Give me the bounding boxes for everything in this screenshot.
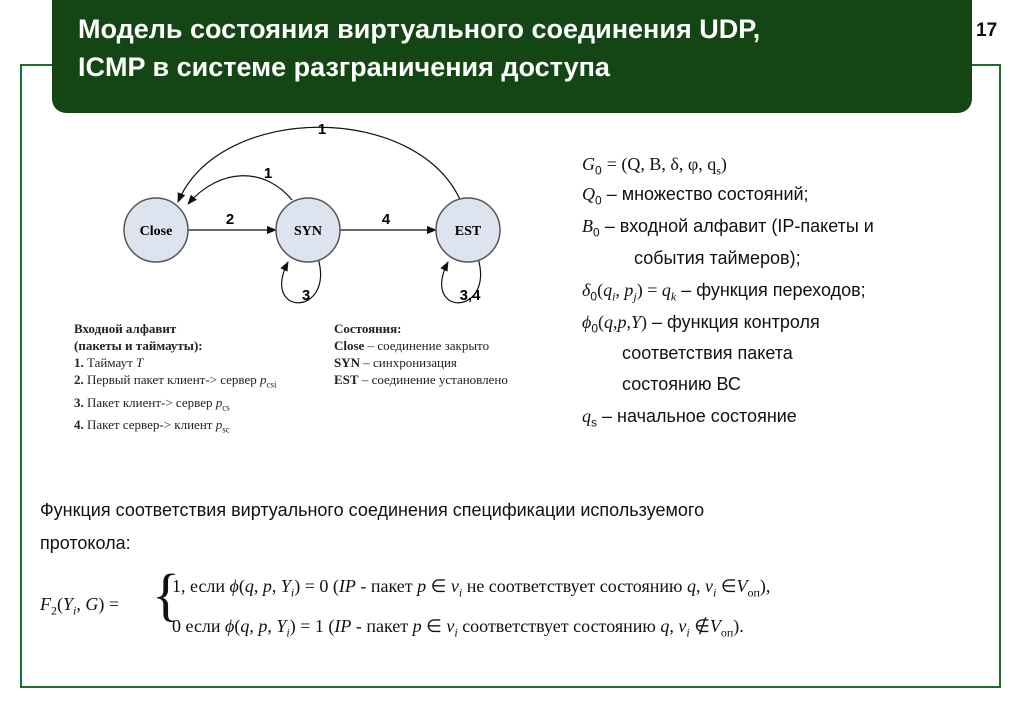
def-phi-cont-2: состоянию ВС — [622, 374, 741, 394]
edge-est-close — [177, 126, 463, 205]
def-b0-cont: события таймеров); — [634, 248, 801, 268]
edge-syn-close — [187, 175, 293, 205]
state-node-syn — [275, 197, 341, 263]
state-label-close: Close — [140, 224, 173, 239]
state-diagram: Close SYN EST 1 1 2 4 3 3,4 — [123, 121, 501, 304]
def-b0: B0 – входной алфавит (IP-пакеты и — [582, 216, 874, 240]
def-delta: δ0(qi, pj) = qk – функция переходов; — [582, 280, 866, 304]
legend-state: Close – соединение закрыто — [334, 338, 490, 353]
states-legend: Состояния: Close – соединение закрыто SY… — [334, 320, 508, 388]
legend-state: SYN – синхронизация — [334, 355, 457, 370]
def-phi-cont-1: соответствия пакета — [622, 343, 793, 363]
edge-syn-loop — [280, 257, 321, 304]
state-node-est — [435, 197, 501, 263]
caption-line-2: протокола: — [40, 533, 131, 553]
title-box: Модель состояния виртуального соединения… — [52, 0, 972, 113]
legend-input-title-1: Входной алфавит — [74, 321, 177, 336]
def-phi: ϕ0(q,p,Y) – функция контроля — [582, 312, 820, 336]
caption: Функция соответствия виртуального соедин… — [40, 494, 940, 560]
edge-label-top-long: 1 — [318, 121, 326, 138]
legend-states-title: Состояния: — [334, 321, 402, 336]
edge-label-top-short: 1 — [264, 165, 272, 182]
title-line-2: ICMP в системе разграничения доступа — [78, 52, 610, 82]
def-g0: G0 = (Q, B, δ, φ, qs) — [582, 154, 727, 178]
formula-lhs: F2(Yi, G) = — [40, 594, 120, 618]
formula-brace: { — [152, 562, 180, 627]
edge-label-syn-loop: 3 — [302, 287, 310, 304]
legend-state: EST – соединение установлено — [334, 372, 508, 387]
state-label-syn: SYN — [294, 224, 322, 239]
slide-number: 17 — [976, 20, 998, 41]
formula-case-1: 1, если ϕ(q, p, Yi) = 0 (IP - пакет p ∈ … — [172, 576, 771, 600]
caption-line-1: Функция соответствия виртуального соедин… — [40, 500, 705, 520]
legend-item: 1. Таймаут T — [74, 355, 144, 370]
edge-label-est-loop: 3,4 — [460, 287, 482, 304]
input-alphabet-legend: Входной алфавит (пакеты и таймауты): 1. … — [74, 320, 277, 439]
legend-input-title-2: (пакеты и таймауты): — [74, 338, 203, 353]
legend-item: 3. Пакет клиент-> сервер pcs — [74, 394, 230, 413]
title-line-1: Модель состояния виртуального соединения… — [78, 14, 761, 44]
state-node-close — [123, 197, 189, 263]
legend-item: 2. Первый пакет клиент-> сервер pcsi — [74, 372, 277, 390]
legend-item: 4. Пакет сервер-> клиент psc — [74, 417, 230, 435]
edge-label-close-syn: 2 — [226, 211, 234, 228]
def-q0: Q0 – множество состояний; — [582, 184, 809, 208]
formula-case-2: 0 если ϕ(q, p, Yi) = 1 (IP - пакет p ∈ v… — [172, 616, 744, 640]
def-qs: qs – начальное состояние — [582, 406, 797, 430]
edge-est-loop — [440, 257, 481, 304]
edge-label-syn-est: 4 — [382, 211, 391, 228]
state-label-est: EST — [455, 224, 482, 239]
